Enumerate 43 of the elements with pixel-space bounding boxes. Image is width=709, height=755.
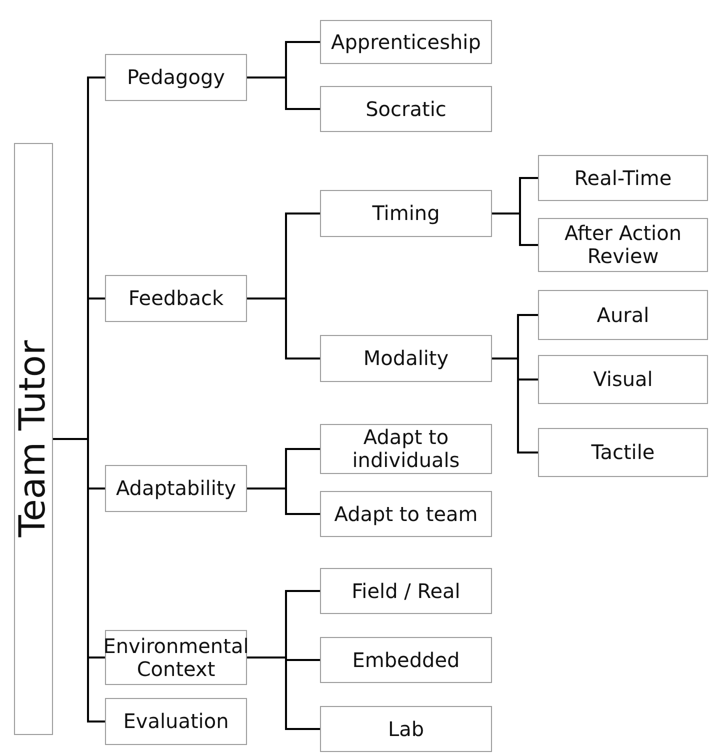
root-box (14, 143, 53, 735)
category-box (538, 428, 708, 477)
node-label: Adapt to team (334, 502, 478, 526)
category-box (105, 54, 247, 101)
connector-line (53, 438, 105, 722)
node-label: Visual (593, 368, 653, 391)
category-box (105, 275, 247, 322)
node-label: Tactile (591, 441, 655, 464)
category-box (320, 491, 492, 537)
category-box (538, 290, 708, 340)
category-box (105, 698, 247, 745)
node-label: Apprenticeship (331, 30, 481, 54)
node-label: Environmental Context (103, 634, 249, 680)
category-box (320, 637, 492, 683)
node-label: Real-Time (574, 166, 672, 190)
category-box (320, 568, 492, 614)
category-box (320, 335, 492, 382)
category-box (538, 155, 708, 201)
node-label: Adapt to individuals (351, 426, 461, 472)
node-label: Adaptability (116, 477, 236, 500)
connector-line (247, 488, 320, 515)
node-label: Timing (372, 202, 440, 225)
category-box (105, 465, 247, 512)
node-label: Embedded (352, 648, 460, 672)
node-label: Feedback (128, 287, 224, 310)
node-label: Socratic (366, 98, 446, 120)
category-box (320, 20, 492, 64)
node-label: Pedagogy (126, 66, 226, 89)
node-label: After Action Review (563, 222, 683, 268)
node-label: Field / Real (352, 580, 460, 602)
category-box (320, 86, 492, 132)
category-box (320, 190, 492, 237)
node-label: Lab (388, 718, 424, 740)
category-box (320, 706, 492, 752)
node-label: Aural (596, 304, 650, 326)
root-label: Team Tutor (12, 340, 54, 538)
connector-line (247, 298, 320, 360)
node-label: Modality (363, 347, 449, 370)
category-box (538, 218, 708, 272)
connector-line (247, 76, 320, 110)
category-box (538, 355, 708, 404)
node-label: Evaluation (123, 710, 229, 733)
category-box (320, 424, 492, 474)
